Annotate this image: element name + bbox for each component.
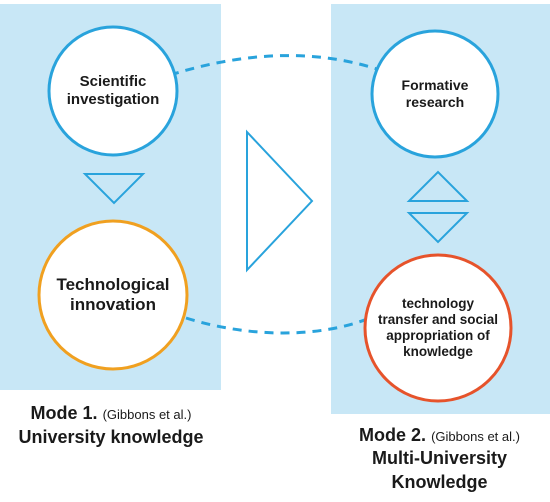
scientific-investigation-node: Scientific investigation (48, 26, 178, 156)
node-label: research (405, 94, 465, 110)
mode1-caption: Mode 1. (Gibbons et al.) University know… (0, 401, 222, 450)
technology-transfer-node: technology transfer and social appropria… (364, 254, 512, 402)
node-label: Technological (56, 274, 170, 294)
node-label: innovation (70, 295, 156, 314)
node-label: transfer and social (377, 311, 499, 327)
mode1-subtitle: University knowledge (18, 427, 204, 448)
dashed-connector-bottom (185, 316, 371, 335)
mode2-caption: Mode 2. (Gibbons et al.) Multi-Universit… (329, 424, 550, 494)
technological-innovation-node: Technological innovation (38, 220, 188, 370)
scientific-investigation-circle (47, 25, 179, 157)
technological-innovation-circle (37, 219, 189, 371)
mode2-citation: (Gibbons et al.) (431, 429, 520, 444)
mode1-title: Mode 1. (30, 403, 98, 423)
technology-transfer-circle (363, 253, 513, 403)
node-label: technology (401, 295, 474, 311)
mode2-subtitle-line1: Multi-University (371, 448, 508, 469)
down-arrow-icon (406, 212, 470, 244)
mode2-title: Mode 2. (359, 425, 427, 445)
right-arrow-icon (246, 129, 314, 273)
formative-research-circle (370, 29, 500, 159)
dashed-connector-top (169, 54, 381, 77)
down-arrow-icon (82, 173, 146, 205)
node-label: Formative (401, 77, 469, 94)
node-label: appropriation of (386, 328, 490, 343)
up-arrow-icon (406, 170, 470, 202)
node-label: Scientific (79, 73, 147, 90)
mode2-subtitle-line2: Knowledge (391, 471, 488, 492)
formative-research-node: Formative research (371, 30, 499, 158)
node-label: knowledge (403, 344, 473, 360)
node-label: investigation (66, 91, 160, 108)
mode1-citation: (Gibbons et al.) (102, 407, 192, 422)
